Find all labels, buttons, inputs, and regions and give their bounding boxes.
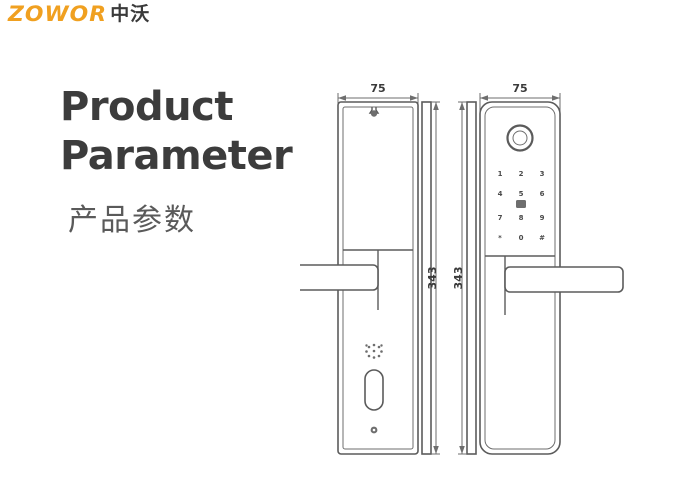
rear-height-dimension: 343	[452, 101, 467, 455]
brand-chinese-name: 中沃	[110, 3, 151, 25]
rear-edge-profile	[466, 101, 477, 455]
front-height-dimension: 343	[426, 101, 440, 455]
front-width-label: 75	[370, 82, 385, 95]
key-6: 6	[540, 190, 545, 198]
front-view-drawing: 343 75	[300, 82, 440, 455]
front-door-handle	[300, 250, 379, 310]
technical-drawings: 343 75	[300, 60, 680, 480]
keyhole-slot	[364, 369, 384, 411]
key-7: 7	[498, 214, 503, 222]
key-5: 5	[519, 190, 524, 198]
title-line-2: Parameter	[60, 132, 293, 179]
front-top-screw-icon	[368, 107, 380, 117]
key-hash: #	[539, 234, 545, 242]
title-chinese: 产品参数	[68, 202, 196, 238]
front-height-label: 343	[426, 267, 439, 290]
title-line-1: Product	[60, 84, 233, 130]
key-9: 9	[540, 214, 545, 222]
keypad-indicator	[516, 200, 526, 208]
speaker-holes-icon	[365, 343, 383, 359]
numeric-keypad: 1 2 3 4 5 6 7 8 9 * 0 #	[498, 170, 546, 242]
front-edge-profile	[421, 101, 432, 455]
key-star: *	[498, 234, 502, 242]
rear-width-label: 75	[512, 82, 527, 95]
key-8: 8	[519, 214, 524, 222]
key-2: 2	[519, 170, 524, 178]
key-0: 0	[519, 234, 524, 242]
rear-width-dimension	[479, 93, 561, 112]
rear-view-drawing: 1 2 3 4 5 6 7 8 9 * 0 #	[452, 82, 624, 455]
fingerprint-knob-icon	[506, 124, 534, 152]
key-1: 1	[498, 170, 503, 178]
page-title: Product Parameter 产品参数	[60, 83, 293, 239]
brand-wordmark: ZOWOR	[8, 2, 108, 26]
key-4: 4	[498, 190, 503, 198]
rear-height-label: 343	[452, 267, 465, 290]
brand-logo: ZOWOR 中沃	[8, 4, 150, 25]
key-3: 3	[540, 170, 545, 178]
rear-door-handle	[504, 256, 624, 315]
